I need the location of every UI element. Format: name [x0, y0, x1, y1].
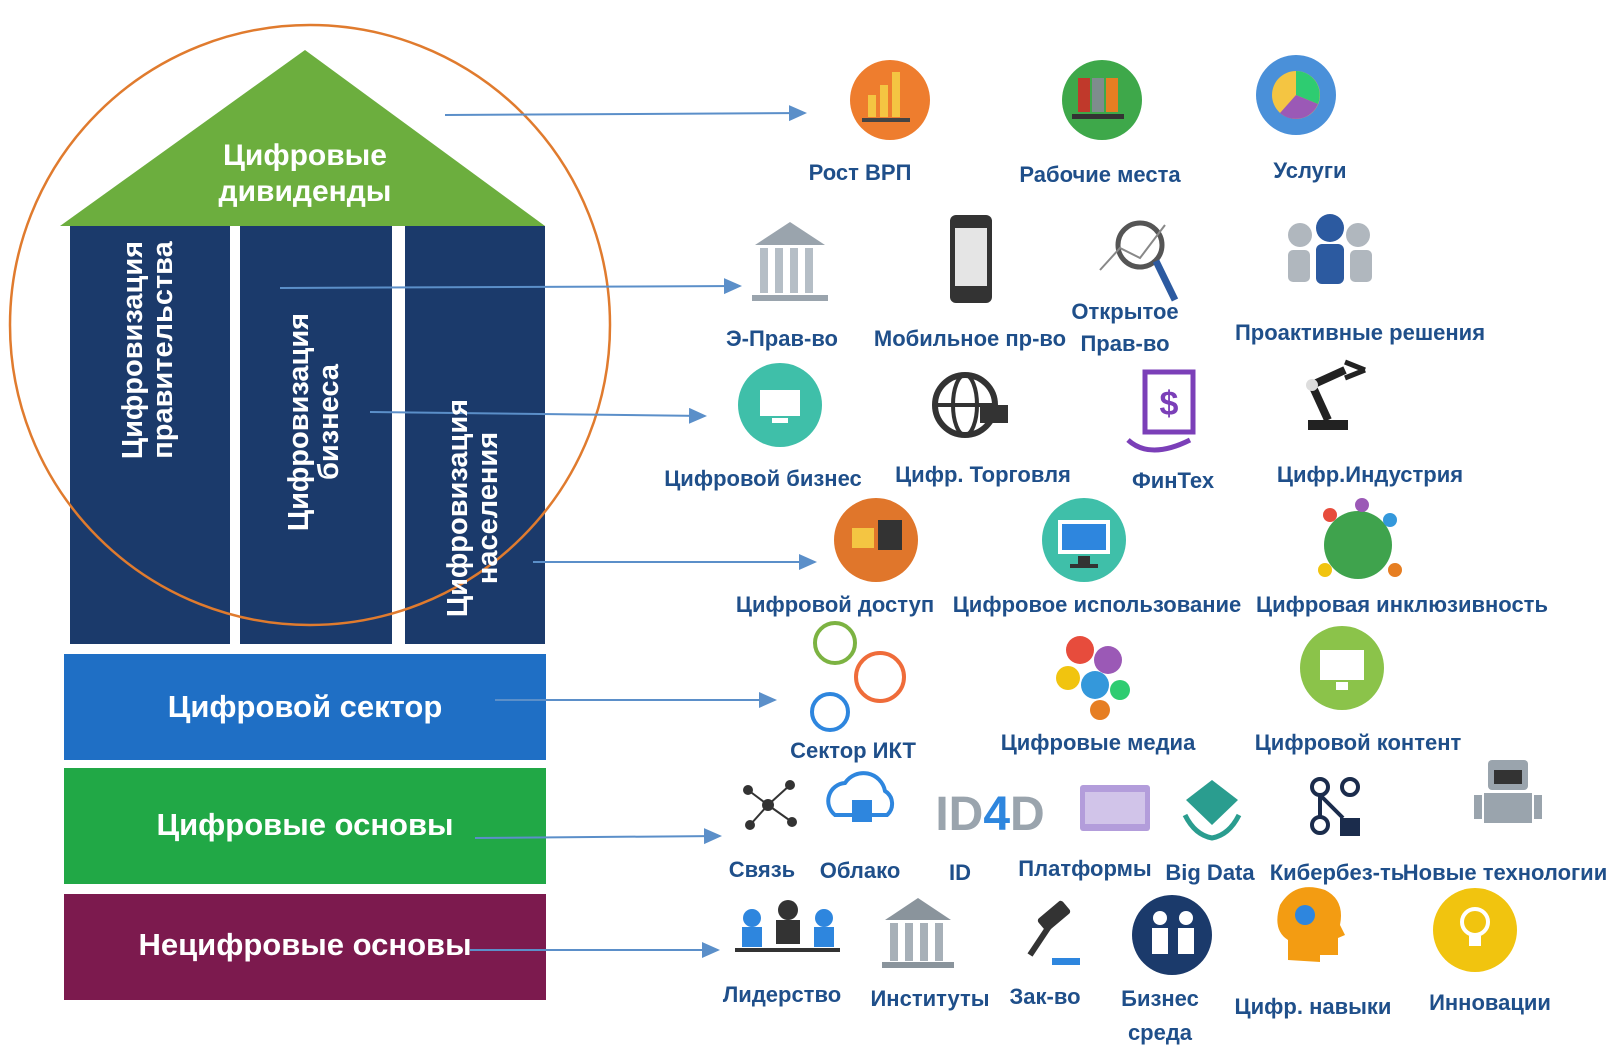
svg-text:ID4D: ID4D — [935, 788, 1044, 841]
label-institutions: Институты — [870, 986, 990, 1011]
arrow-dividends — [444, 105, 807, 122]
band-label-digital-foundations: Цифровые основы — [156, 807, 454, 842]
big-data-icon — [1182, 780, 1242, 841]
band-digital-foundations-box: Цифровые основы — [64, 768, 546, 884]
e-government-icon — [752, 222, 828, 301]
label-cybersecurity: Кибербез-ть — [1269, 860, 1405, 885]
label-ict-sector: Сектор ИКТ — [790, 738, 916, 763]
label-digital-media: Цифровые медиа — [1000, 730, 1196, 755]
band-nondigital-foundations-box: Нецифровые основы — [64, 894, 546, 1000]
label-services: Услуги — [1273, 158, 1347, 183]
label-legislation: Зак-во — [1009, 984, 1081, 1009]
cybersecurity-icon — [1310, 777, 1360, 836]
label-connectivity: Связь — [728, 857, 796, 882]
band-digital-foundations — [64, 768, 546, 884]
pillar-government — [70, 226, 230, 644]
label-big-data: Big Data — [1165, 860, 1255, 885]
arrow-foundations — [474, 828, 722, 845]
label-digital-industry: Цифр.Индустрия — [1276, 462, 1464, 487]
label-e-government: Э-Прав-во — [726, 326, 838, 351]
label-mobile-government: Мобильное пр-во — [873, 326, 1067, 351]
leadership-icon — [735, 900, 840, 952]
new-technologies-icon — [1474, 760, 1542, 823]
legislation-icon — [1027, 900, 1080, 965]
label-digital-access: Цифровой доступ — [735, 592, 935, 617]
ict-sector-icon — [810, 621, 906, 732]
svg-text:$: $ — [1160, 385, 1179, 423]
label-innovation: Инновации — [1429, 990, 1551, 1015]
label-open-government: Открытое Прав-во — [1071, 299, 1179, 356]
services-icon — [1256, 55, 1336, 135]
label-cloud: Облако — [819, 858, 901, 883]
digital-media-icon — [1056, 636, 1130, 720]
band-label-nondigital-foundations: Нецифровые основы — [138, 927, 472, 962]
highlight-circle — [8, 23, 612, 627]
digital-usage-icon — [1042, 498, 1126, 582]
label-id: ID — [949, 860, 971, 885]
cloud-icon — [826, 771, 895, 822]
digital-inclusion-icon — [1318, 498, 1402, 579]
band-digital-sector-box: Цифровой сектор — [64, 654, 546, 760]
mobile-government-icon — [950, 215, 992, 303]
fintech-icon: $ — [1126, 369, 1196, 453]
digital-business-icon — [738, 363, 822, 447]
pillar-label-population: Цифровизация населения — [442, 398, 504, 618]
label-digital-trade: Цифр. Торговля — [895, 462, 1071, 487]
arrow-government — [279, 278, 742, 295]
band-nondigital-foundations — [64, 894, 546, 1000]
arrow-business — [369, 407, 707, 424]
roof-label: Цифровые дивиденды — [218, 139, 392, 208]
label-fintech: ФинТех — [1131, 468, 1215, 493]
label-digital-content: Цифровой контент — [1254, 730, 1462, 755]
label-jobs: Рабочие места — [1019, 162, 1181, 187]
label-platforms: Платформы — [1018, 856, 1152, 881]
band-digital-sector — [64, 654, 546, 760]
label-digital-business: Цифровой бизнес — [664, 466, 862, 491]
pillar-label-government: Цифровизация правительства — [117, 240, 179, 460]
digital-trade-icon — [932, 372, 1008, 438]
pillar-label-business: Цифровизация бизнеса — [283, 312, 345, 532]
pillar-business — [240, 226, 392, 644]
label-digital-skills: Цифр. навыки — [1234, 994, 1392, 1019]
digital-skills-icon — [1277, 887, 1345, 962]
open-government-icon — [1099, 220, 1179, 302]
digital-industry-icon — [1306, 359, 1366, 430]
business-environment-icon — [1132, 895, 1212, 975]
gdp-growth-icon — [850, 60, 930, 140]
proactive-solutions-icon — [1288, 214, 1372, 284]
label-digital-inclusion: Цифровая инклюзивность — [1256, 592, 1548, 617]
label-digital-usage: Цифровое использование — [952, 592, 1242, 617]
connectivity-icon — [743, 780, 797, 830]
platforms-icon — [1080, 785, 1150, 831]
digital-content-icon — [1300, 626, 1384, 710]
jobs-icon — [1062, 60, 1142, 140]
digital-access-icon — [834, 498, 918, 582]
label-new-technologies: Новые технологии — [1402, 860, 1608, 885]
label-business-environment: Бизнес среда — [1121, 986, 1199, 1045]
roof — [60, 50, 545, 226]
band-label-digital-sector: Цифровой сектор — [167, 689, 443, 724]
institutions-icon — [882, 898, 954, 968]
label-proactive-solutions: Проактивные решения — [1234, 320, 1486, 345]
label-gdp-growth: Рост ВРП — [808, 160, 912, 185]
label-leadership: Лидерство — [722, 982, 842, 1007]
id4d-logo-icon: ID4D — [935, 788, 1044, 841]
innovation-icon — [1433, 888, 1517, 972]
